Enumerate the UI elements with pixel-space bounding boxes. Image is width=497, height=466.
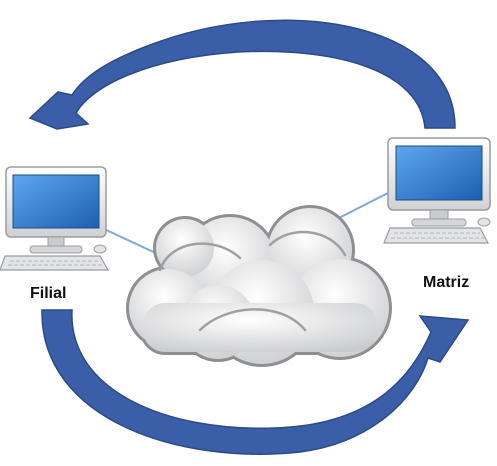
bottom-curved-arrow-icon (41, 309, 470, 455)
matriz-desktop-computer-icon (383, 137, 491, 244)
matriz-connector-line (334, 192, 389, 221)
cloud-icon (126, 205, 392, 367)
filial-desktop-computer-icon (0, 166, 110, 271)
filial-label: Filial (30, 285, 67, 302)
matriz-label: Matriz (423, 274, 470, 291)
filial-connector-line (101, 227, 161, 256)
top-curved-arrow-icon (28, 19, 456, 130)
